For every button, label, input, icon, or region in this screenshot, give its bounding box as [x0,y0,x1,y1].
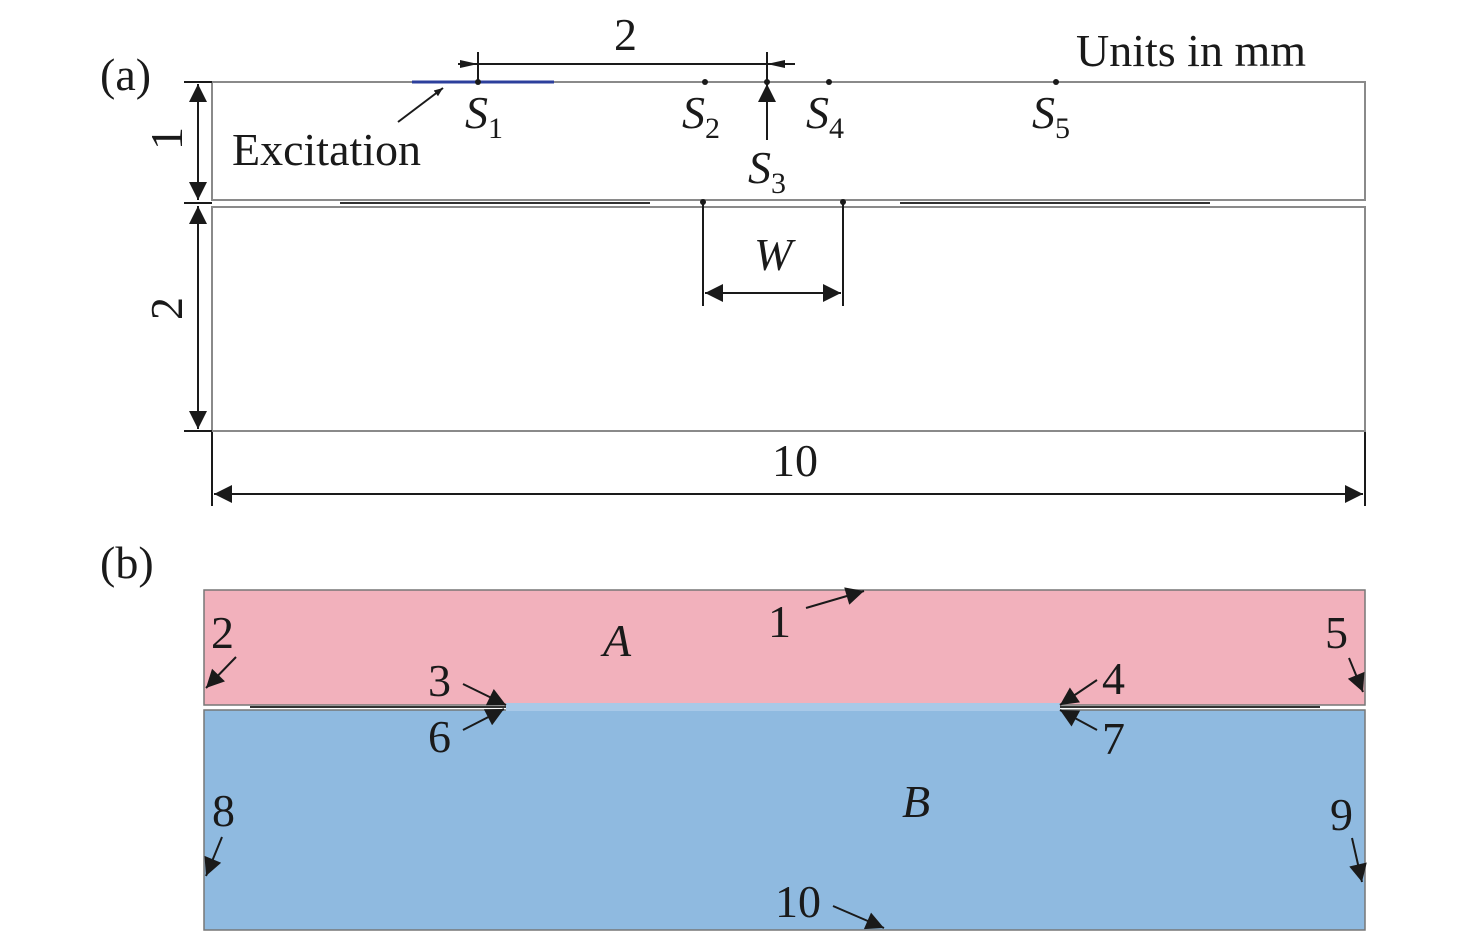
boundary-1-label: 1 [768,596,791,647]
boundary-6-label: 6 [428,711,451,762]
sensor-point-s3 [764,79,770,85]
boundary-4-label: 4 [1102,653,1125,704]
boundary-4-arrow [1059,679,1098,706]
top-layer-outline [211,81,1366,201]
panel-a-label: (a) [100,49,151,100]
sensor-point-s1 [475,79,481,85]
gap-width-label: W [754,229,796,280]
panel-b: (b) A B 1 2 3 4 5 6 7 8 9 10 [100,537,1367,931]
boundary-2-arrow [205,656,237,689]
sensor-label-s1: S1 [465,87,503,145]
excitation-label: Excitation [232,124,421,175]
boundary-9-label: 9 [1330,789,1353,840]
sensor-point-s4 [826,79,832,85]
spacing-dimension-label: 2 [614,9,637,60]
length-dimension-label: 10 [772,435,818,486]
sensor-point-s5 [1053,79,1059,85]
units-label: Units in mm [1076,25,1306,76]
sensor-label-s3: S3 [748,142,786,200]
boundary-7-label: 7 [1102,713,1125,764]
boundary-8-arrow [204,836,223,877]
panel-a: (a) Units in mm W Excitation 2 [100,9,1366,506]
sensor-label-s4: S4 [806,87,844,145]
boundary-5-label: 5 [1325,607,1348,658]
bottom-layer-outline [211,206,1366,432]
domain-a-label: A [600,615,632,666]
boundary-10-label: 10 [775,876,821,927]
interface-gap-fill [506,703,1060,711]
boundary-2-label: 2 [211,607,234,658]
panel-b-label: (b) [100,537,154,588]
boundary-5-arrow [1347,657,1365,693]
spacing-arrow-left [460,60,478,68]
boundary-9-arrow [1349,837,1367,883]
dim-bottom-thickness-label: 2 [141,297,192,320]
domain-b-label: B [902,776,930,827]
boundary-10-arrow [832,905,885,930]
domain-b-region [203,709,1366,931]
boundary-3-label: 3 [428,655,451,706]
boundary-3-arrow [462,683,507,706]
dim-top-thickness-label: 1 [141,127,192,150]
sensor-label-s2: S2 [682,87,720,145]
boundary-1-arrow [805,587,865,609]
gap-corner-left [700,199,706,205]
boundary-8-label: 8 [212,785,235,836]
domain-a-region [203,589,1366,706]
sensor-label-s5: S5 [1032,87,1070,145]
gap-corner-right [840,199,846,205]
sensor-point-s2 [702,79,708,85]
excitation-leader [397,87,444,123]
boundary-7-arrow [1059,709,1098,731]
boundary-6-arrow [462,708,505,731]
spacing-arrow-right [767,60,785,68]
